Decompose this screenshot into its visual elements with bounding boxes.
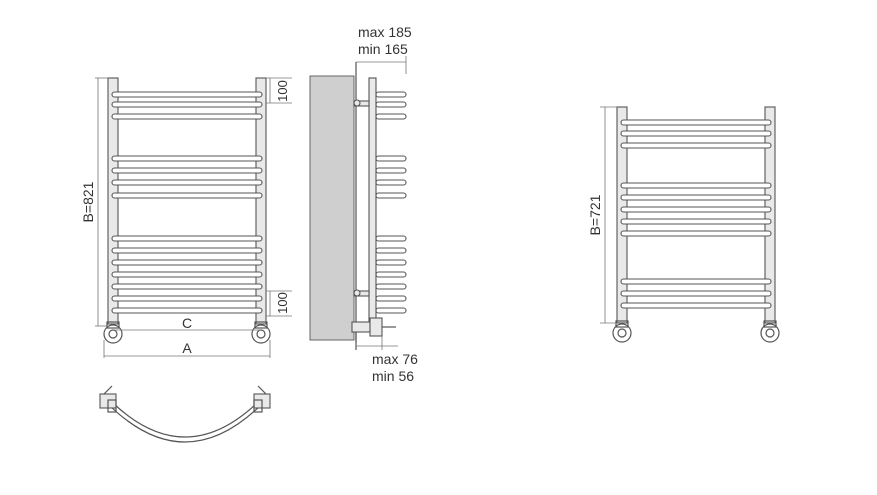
top-spacing-dimension: 100 [266,77,292,104]
rungs-small [620,119,772,309]
small-right-valve [760,320,780,343]
side-valve [351,317,396,350]
offset-max-label: max 76 [372,351,418,367]
small-left-valve [612,320,632,343]
side-rung [375,283,407,290]
rung [111,101,263,108]
side-rungs [375,91,407,314]
rung [620,218,772,225]
left-valve [103,321,123,344]
rung [111,307,263,314]
side-rung [375,167,407,174]
wall [309,75,355,341]
side-rung [375,91,407,98]
left-post [107,77,119,325]
offset-dimension: max 76 min 56 [356,336,418,384]
width-c-dimension: C [113,315,261,331]
rung [111,155,263,162]
rung [111,113,263,120]
rung [111,179,263,186]
height-label-large: B=821 [80,181,96,222]
rung [620,302,772,309]
rung [111,259,263,266]
right-post [255,77,267,325]
rung [620,182,772,189]
front-view-small [612,106,780,343]
arc-right-fitting [253,385,271,413]
rung [620,130,772,137]
rung [111,283,263,290]
top-spacing-label: 100 [275,80,290,102]
width-a-dimension: A [103,340,271,358]
side-rung [375,192,407,199]
rung [620,278,772,285]
rung [111,235,263,242]
rung [111,247,263,254]
rung [620,194,772,201]
side-rung [375,101,407,108]
top-view-arc [99,385,271,443]
rung [620,119,772,126]
rung [111,192,263,199]
height-dimension-small: B=721 [587,106,617,324]
bottom-spacing-label: 100 [275,292,290,314]
right-valve [251,321,271,344]
side-rung [375,247,407,254]
rung [620,230,772,237]
width-c-label: C [182,315,192,331]
depth-dimension: max 185 min 165 [356,24,412,74]
side-rung [375,179,407,186]
side-rung [375,113,407,120]
depth-min-label: min 165 [358,41,408,57]
front-view-large [103,77,271,344]
rung [111,167,263,174]
height-dimension-large: B=821 [80,77,108,327]
side-view [309,62,407,350]
depth-max-label: max 185 [358,24,412,40]
rung [620,142,772,149]
rung [111,295,263,302]
side-post [368,77,377,324]
small-right-post [764,106,776,324]
arc-left-fitting [99,385,117,413]
small-left-post [616,106,628,324]
width-a-label: A [182,340,192,356]
side-rung [375,155,407,162]
rungs-large [111,91,263,314]
bottom-spacing-dimension: 100 [266,290,292,317]
rung [620,290,772,297]
rung [111,271,263,278]
side-rung [375,259,407,266]
height-label-small: B=721 [587,194,603,235]
side-rung [375,235,407,242]
side-rung [375,271,407,278]
rung [111,91,263,98]
side-rung [375,295,407,302]
rung [620,206,772,213]
offset-min-label: min 56 [372,368,414,384]
side-rung [375,307,407,314]
